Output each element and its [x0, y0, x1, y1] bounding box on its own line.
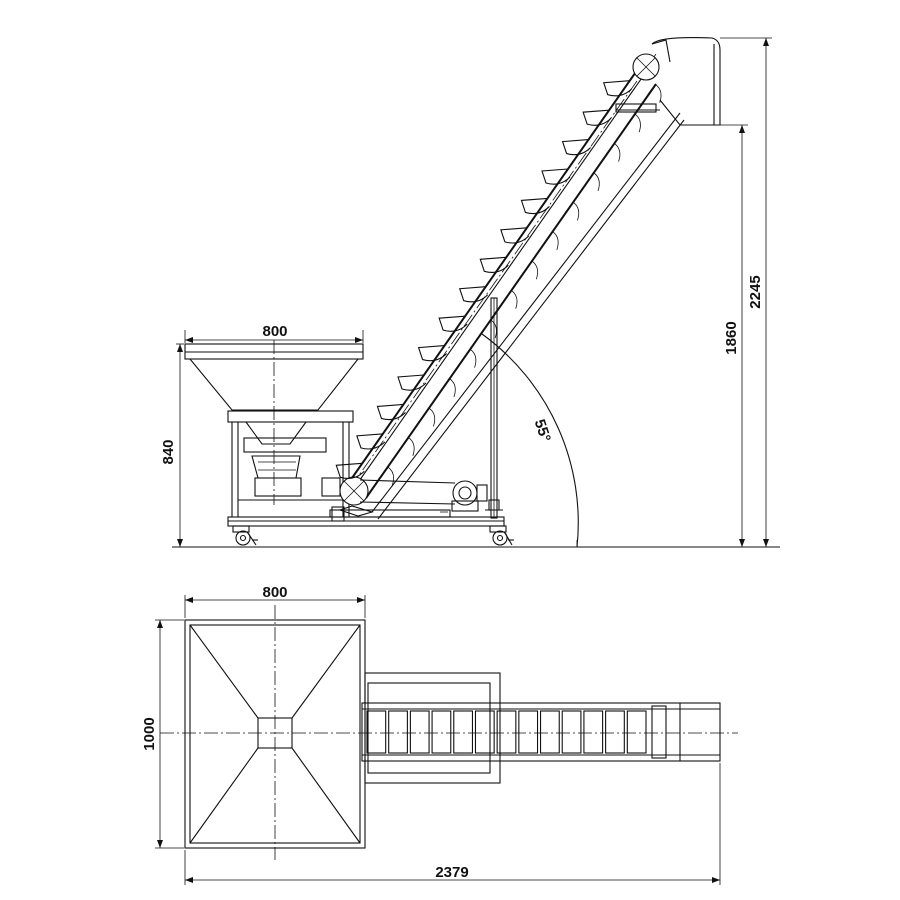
- discharge-chute: [615, 37, 721, 126]
- bucket-top: [626, 710, 647, 754]
- bucket: [356, 433, 386, 450]
- bucket-top: [453, 710, 474, 754]
- return-bucket: [441, 378, 456, 398]
- bucket-top: [583, 710, 604, 754]
- bucket-top: [474, 710, 495, 754]
- bucket-top: [496, 710, 517, 754]
- bucket-top: [431, 710, 452, 754]
- dim-discharge-height-label: 1860: [723, 321, 740, 354]
- return-bucket: [400, 437, 415, 456]
- conveyor-top: [361, 672, 721, 784]
- angle-dimension: 55°: [481, 333, 579, 548]
- return-bucket: [585, 172, 600, 192]
- dim-discharge-height: 1860: [720, 124, 748, 547]
- support-leg: [485, 297, 503, 519]
- angle-label: 55°: [531, 417, 554, 444]
- hopper-frame: [227, 410, 354, 517]
- bucket-top: [388, 710, 408, 754]
- bucket: [602, 80, 633, 97]
- return-bucket: [523, 260, 538, 280]
- dim-depth-label: 1000: [141, 717, 158, 750]
- dim-top-width-label: 800: [262, 584, 287, 601]
- bucket: [500, 227, 530, 244]
- dim-hopper-height: 840: [160, 343, 184, 547]
- conveyor-buckets-top: [366, 710, 647, 754]
- return-bucket: [379, 466, 394, 486]
- bucket: [582, 109, 612, 126]
- return-bucket: [462, 349, 477, 368]
- conveyor-buckets: [335, 80, 662, 486]
- bucket: [438, 315, 468, 332]
- dim-hopper-height-label: 840: [160, 439, 177, 464]
- incline-conveyor: [331, 53, 685, 522]
- dim-hopper-width-label: 800: [262, 323, 287, 340]
- bucket: [376, 403, 406, 421]
- return-bucket: [565, 201, 580, 221]
- base-chassis: [227, 509, 505, 527]
- bucket-top: [605, 710, 625, 754]
- bucket-top: [409, 710, 430, 754]
- caster-wheel-left: [232, 525, 258, 546]
- dim-total-length-label: 2379: [435, 864, 468, 881]
- bucket-top: [539, 710, 560, 754]
- bucket: [417, 345, 447, 362]
- bucket-top: [366, 710, 387, 754]
- dim-hopper-width-top: 800: [184, 584, 366, 618]
- bucket: [397, 374, 427, 391]
- bucket: [335, 462, 365, 479]
- return-bucket: [421, 407, 436, 427]
- side-view: 55° 800 840 1860: [160, 37, 780, 548]
- dim-total-length: 2379: [184, 763, 721, 885]
- return-bucket: [503, 290, 518, 309]
- bucket: [541, 168, 571, 185]
- dim-depth: 1000: [141, 619, 184, 849]
- drive-motor: [359, 479, 488, 512]
- dim-total-height: 2245: [720, 37, 772, 547]
- bucket: [561, 139, 591, 156]
- bucket: [479, 256, 509, 273]
- return-bucket: [606, 143, 621, 162]
- hopper-side: [184, 340, 364, 505]
- bucket-top: [561, 710, 582, 754]
- return-bucket: [626, 113, 641, 133]
- top-view: 800 1000 2379: [141, 584, 738, 885]
- dim-total-height-label: 2245: [747, 275, 764, 308]
- bucket: [520, 197, 550, 215]
- bucket: [458, 286, 489, 303]
- hopper-top: [184, 605, 366, 860]
- dim-hopper-width-side: 800: [184, 323, 364, 343]
- bucket-top: [518, 710, 539, 754]
- return-bucket: [544, 231, 559, 250]
- caster-wheel-right: [489, 525, 514, 546]
